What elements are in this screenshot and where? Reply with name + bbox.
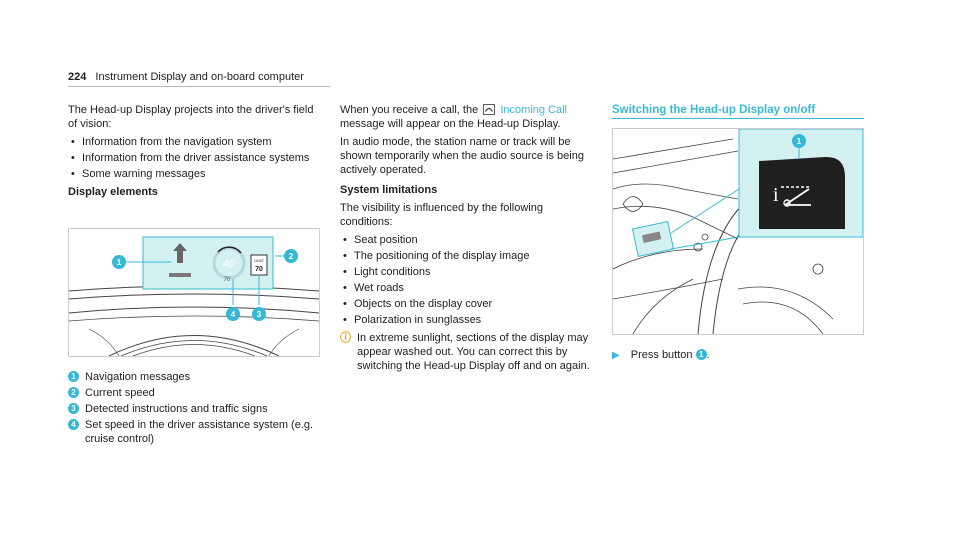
- svg-text:1: 1: [797, 137, 802, 146]
- legend-badge: 1: [68, 371, 79, 382]
- intro-text: The Head-up Display projects into the dr…: [68, 104, 314, 130]
- callout-2: 2: [284, 249, 298, 263]
- legend-text: Set speed in the driver assistance syste…: [85, 419, 314, 445]
- callout-3: 3: [252, 307, 266, 321]
- sunlight-note: ⓘ In extreme sunlight, sections of the d…: [340, 331, 592, 373]
- note-text: In extreme sunlight, sections of the dis…: [357, 332, 590, 372]
- step-arrow-icon: ▶: [612, 350, 620, 361]
- column-1: The Head-up Display projects into the dr…: [68, 103, 320, 203]
- callout-1: 1: [112, 255, 126, 269]
- svg-text:4: 4: [231, 310, 236, 319]
- legend-text: Detected instructions and traffic signs: [85, 403, 268, 415]
- list-item: Polarization in sunglasses: [340, 313, 592, 327]
- legend-item: 3 Detected instructions and traffic sign…: [68, 402, 320, 416]
- list-item: Information from the navigation system: [68, 135, 320, 149]
- hud-info-list: Information from the navigation system I…: [68, 135, 320, 181]
- section-rule: [612, 118, 864, 119]
- svg-text:1: 1: [117, 258, 122, 267]
- figure-legend: 1 Navigation messages 2 Current speed 3 …: [68, 370, 320, 448]
- set-speed-value: 70: [224, 277, 231, 283]
- list-item: Seat position: [340, 233, 592, 247]
- column-2: When you receive a call, the Incoming Ca…: [340, 103, 592, 373]
- step-instruction: ▶ Press button 1.: [612, 349, 710, 361]
- display-elements-heading: Display elements: [68, 186, 158, 198]
- legend-item: 1 Navigation messages: [68, 370, 320, 384]
- hud-display-figure: 40 70 LIMIT 70 1 2 4 3: [68, 228, 320, 357]
- step-badge: 1: [695, 349, 707, 360]
- legend-badge: 3: [68, 403, 79, 414]
- limit-sign-label: LIMIT: [254, 258, 265, 263]
- cockpit-illustration: i 1: [612, 128, 864, 335]
- phone-icon: [483, 104, 496, 115]
- callout-1: 1: [792, 134, 806, 148]
- hud-button-figure: i 1: [612, 128, 864, 335]
- list-item: Some warning messages: [68, 167, 320, 181]
- list-item: Wet roads: [340, 281, 592, 295]
- svg-text:2: 2: [289, 252, 294, 261]
- legend-text: Current speed: [85, 387, 155, 399]
- incoming-call-label: Incoming Call: [500, 104, 567, 116]
- svg-text:3: 3: [257, 310, 262, 319]
- list-item: Information from the driver assistance s…: [68, 151, 320, 165]
- header-rule: [68, 86, 330, 87]
- incoming-call-text: When you receive a call, the Incoming Ca…: [340, 104, 567, 130]
- list-item: The positioning of the display image: [340, 249, 592, 263]
- svg-text:i: i: [773, 184, 779, 206]
- hud-illustration: 40 70 LIMIT 70 1 2 4 3: [68, 236, 320, 357]
- chapter-title: Instrument Display and on-board computer: [95, 71, 304, 83]
- page-header: 224 Instrument Display and on-board comp…: [68, 70, 304, 84]
- legend-text: Navigation messages: [85, 371, 191, 383]
- list-item: Objects on the display cover: [340, 297, 592, 311]
- list-item: Light conditions: [340, 265, 592, 279]
- limitations-intro: The visibility is influenced by the foll…: [340, 202, 543, 228]
- legend-badge: 4: [68, 419, 79, 430]
- current-speed-value: 40: [223, 258, 236, 270]
- legend-item: 2 Current speed: [68, 386, 320, 400]
- limit-sign-value: 70: [255, 266, 263, 273]
- legend-item: 4 Set speed in the driver assistance sys…: [68, 418, 320, 446]
- section-heading: Switching the Head-up Display on/off: [612, 104, 816, 116]
- step-text: Press button: [630, 349, 693, 361]
- system-limitations-heading: System limitations: [340, 184, 438, 196]
- audio-mode-text: In audio mode, the station name or track…: [340, 136, 584, 176]
- callout-4: 4: [226, 307, 240, 321]
- limitations-list: Seat position The positioning of the dis…: [340, 233, 592, 327]
- note-icon: ⓘ: [340, 332, 351, 344]
- page-number: 224: [68, 71, 87, 83]
- legend-badge: 2: [68, 387, 79, 398]
